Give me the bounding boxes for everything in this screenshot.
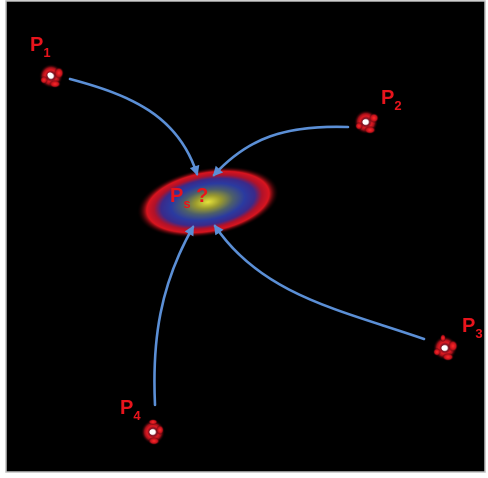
source-p2-star [354,110,379,134]
source-p1-star [39,64,64,88]
background-panel [6,1,485,472]
